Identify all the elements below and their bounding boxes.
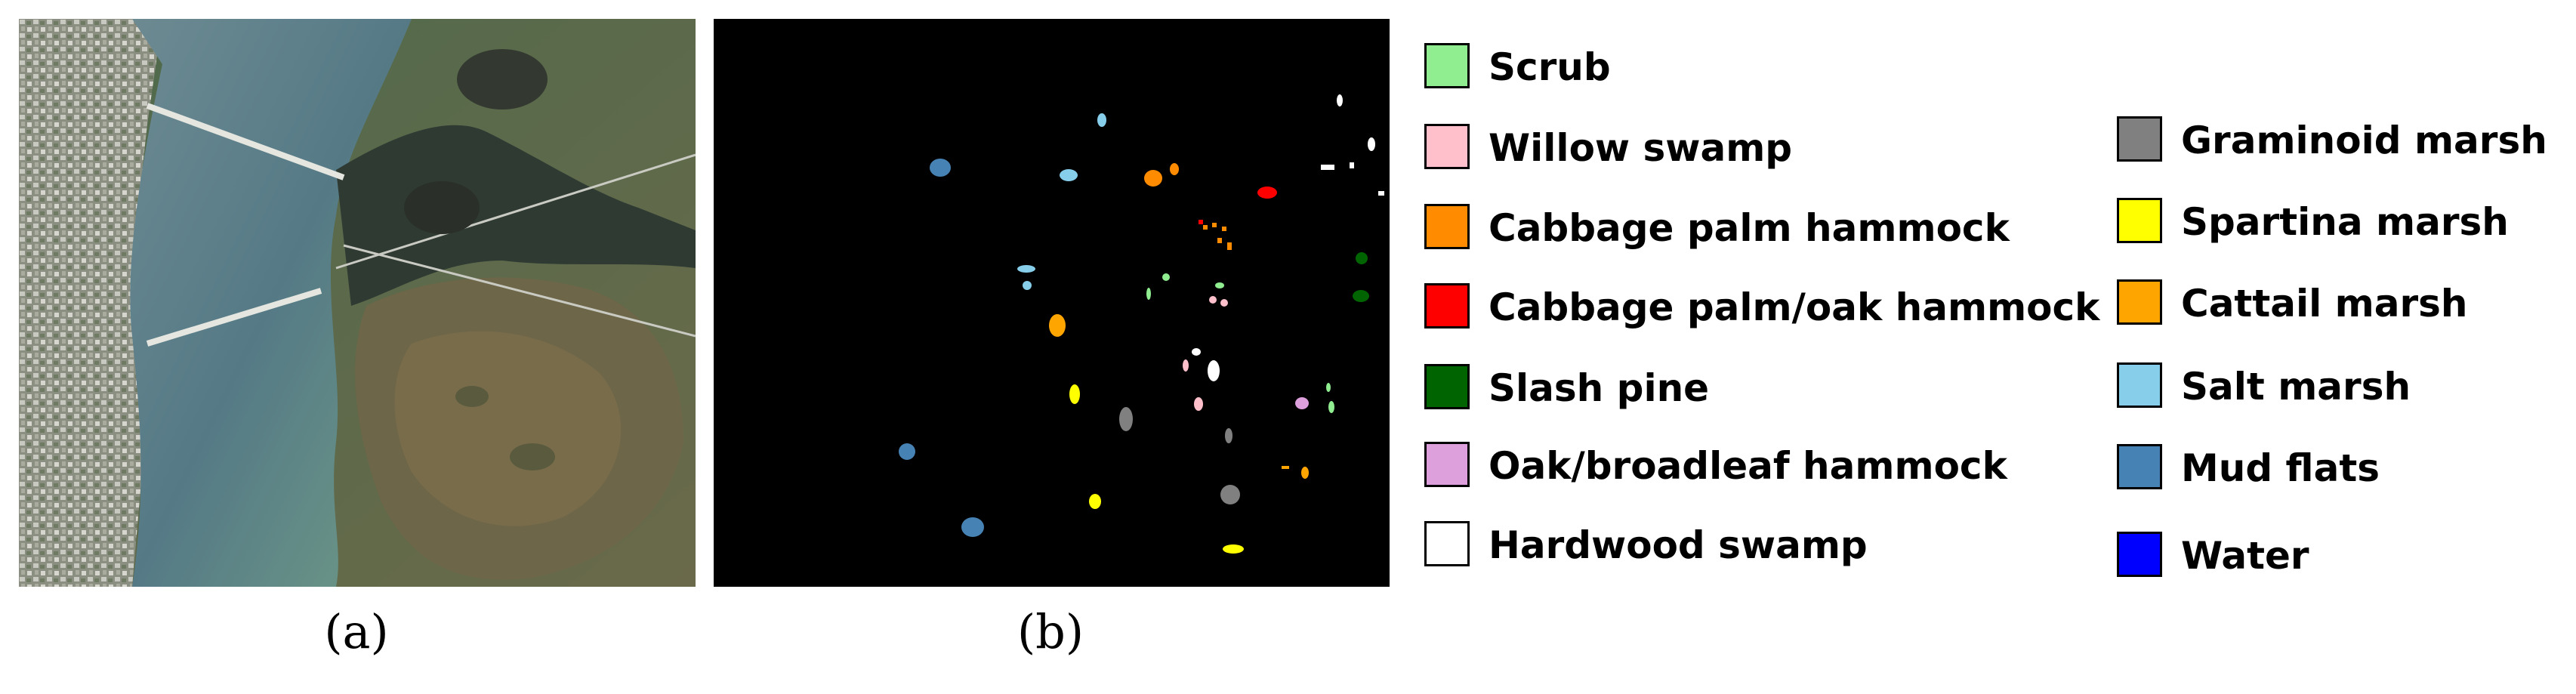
legend-swatch — [2117, 198, 2162, 243]
legend-swatch — [1424, 364, 1470, 409]
legend-label: Cattail marsh — [2181, 282, 2468, 325]
ground-truth-map-drawing — [714, 19, 1390, 587]
satellite-image-drawing — [19, 19, 696, 587]
legend-swatch — [2117, 279, 2162, 325]
legend-swatch — [1424, 204, 1470, 249]
ground-truth-map — [714, 19, 1390, 587]
legend-label: Cabbage palm hammock — [1489, 206, 2010, 250]
legend-label: Water — [2181, 534, 2309, 578]
legend-swatch — [2117, 362, 2162, 408]
caption-b: (b) — [1017, 604, 1084, 659]
legend-label: Hardwood swamp — [1489, 523, 1868, 567]
legend-label: Scrub — [1489, 45, 1611, 89]
legend-label: Graminoid marsh — [2181, 119, 2547, 162]
satellite-image — [19, 19, 696, 587]
legend-swatch — [1424, 124, 1470, 169]
legend-swatch — [2117, 116, 2162, 162]
legend-swatch — [1424, 43, 1470, 88]
legend-swatch — [1424, 521, 1470, 566]
legend-label: Mud flats — [2181, 446, 2380, 490]
legend-label: Slash pine — [1489, 366, 1710, 410]
caption-a: (a) — [324, 604, 389, 659]
legend-swatch — [1424, 442, 1470, 487]
legend-label: Oak/broadleaf hammock — [1489, 444, 2007, 488]
legend-label: Spartina marsh — [2181, 200, 2509, 244]
legend-label: Cabbage palm/oak hammock — [1489, 285, 2100, 329]
legend-label: Salt marsh — [2181, 365, 2411, 409]
legend-swatch — [2117, 444, 2162, 489]
legend-swatch — [2117, 532, 2162, 577]
legend-swatch — [1424, 283, 1470, 328]
legend-label: Willow swamp — [1489, 126, 1793, 170]
